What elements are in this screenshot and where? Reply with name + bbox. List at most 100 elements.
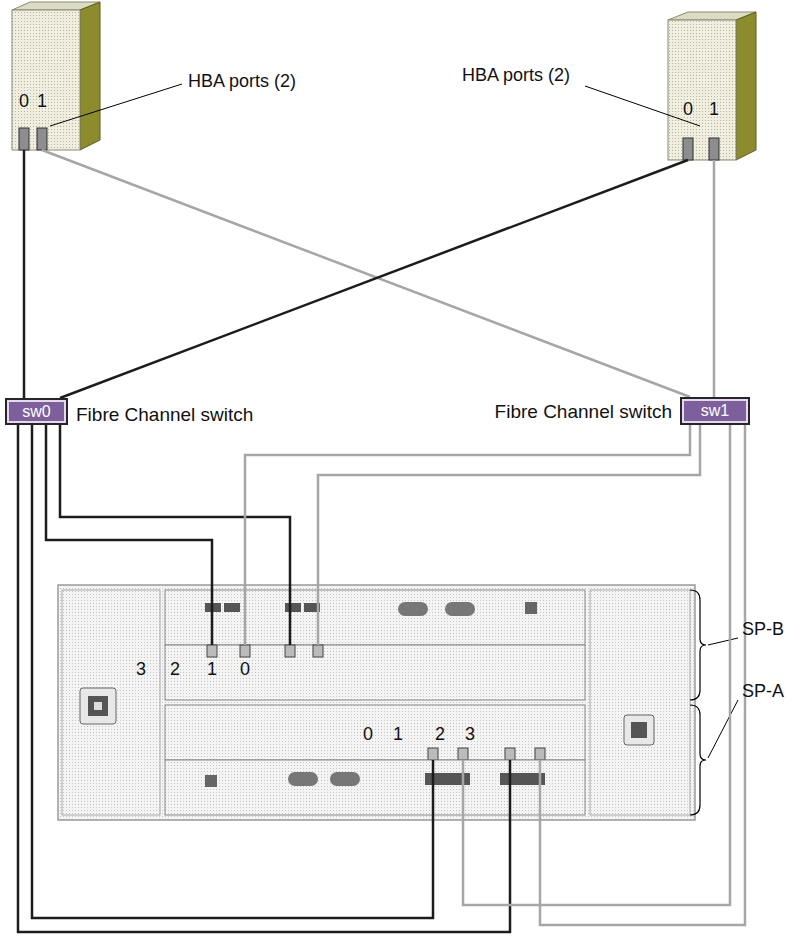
sp-b-upper-panel	[165, 590, 585, 645]
text-slot: sw0	[7, 400, 66, 423]
enclosure-body	[58, 585, 695, 820]
fc-port	[505, 748, 515, 760]
port-number: 0	[240, 659, 250, 679]
text-slot: HBA ports (2)	[462, 64, 570, 86]
leader-line	[708, 638, 738, 645]
power-module	[590, 590, 690, 815]
server-front	[12, 10, 80, 150]
text-slot: Fibre Channel switch	[495, 401, 672, 423]
serial-port	[398, 602, 428, 616]
sp-a-port-panel	[165, 705, 585, 760]
fibre-cable	[60, 160, 688, 398]
port-number: 1	[709, 99, 719, 119]
fc-port	[207, 645, 217, 657]
fibre-cable	[245, 425, 690, 645]
fc-port	[428, 748, 438, 760]
text-slot: 3	[136, 658, 146, 680]
hba-port	[19, 128, 29, 150]
switch-name: sw0	[22, 402, 50, 422]
server-side	[80, 2, 100, 150]
server-front: 01	[668, 20, 736, 160]
text-slot: 1	[207, 658, 217, 680]
network-port	[525, 602, 537, 614]
power-socket-inner	[631, 722, 647, 738]
port-number: 1	[207, 659, 217, 679]
text-slot: 2	[170, 658, 180, 680]
serial-port	[330, 772, 360, 786]
fibre-cable	[18, 425, 510, 932]
sp-b-port-panel	[165, 645, 585, 700]
fibre-cable	[713, 160, 716, 397]
leader-line	[50, 84, 182, 126]
power-module	[62, 590, 160, 815]
callout-label: SP-B	[742, 619, 784, 639]
text-slot: HBA ports (2)	[188, 70, 296, 92]
port-number: 0	[363, 724, 373, 744]
connector	[224, 603, 240, 612]
port-number: 3	[465, 724, 475, 744]
leader-line	[708, 700, 738, 758]
fc-port	[535, 748, 545, 760]
leader-line	[585, 86, 700, 126]
bracket	[690, 705, 706, 815]
port-number: 0	[19, 91, 29, 111]
switch-caption: Fibre Channel switch	[495, 401, 672, 422]
callout-label: HBA ports (2)	[188, 71, 296, 91]
server-side	[736, 12, 756, 160]
text-slot: 0	[363, 723, 373, 745]
connector	[285, 603, 301, 612]
sp-a-lower-panel	[165, 760, 585, 815]
text-slot: 1	[37, 90, 47, 112]
port-number: 2	[435, 724, 445, 744]
server-front: 01	[12, 10, 80, 150]
text-slot: 0	[19, 90, 29, 112]
fibre-cable	[32, 425, 433, 918]
fc-port	[313, 645, 323, 657]
server-front	[668, 20, 736, 160]
fc-switch: sw1Fibre Channel switch	[680, 397, 750, 425]
server-right	[668, 12, 756, 160]
fc-port	[240, 645, 250, 657]
switch-caption: Fibre Channel switch	[76, 404, 253, 425]
sp-a-port-row: 01 23	[165, 705, 585, 760]
power-socket	[624, 715, 654, 745]
hba-port	[37, 128, 47, 150]
port-number: 1	[37, 91, 47, 111]
port-number: 2	[170, 659, 180, 679]
power-socket-inner	[88, 696, 108, 716]
fibre-cable	[23, 150, 26, 398]
text-slot: 0	[240, 658, 250, 680]
port-number: 3	[136, 659, 146, 679]
fc-switch: sw0Fibre Channel switch	[5, 398, 68, 425]
fibre-cable	[463, 425, 730, 905]
text-slot: 3	[465, 723, 475, 745]
text-slot: 0	[683, 98, 693, 120]
text-slot: 1	[709, 98, 719, 120]
fibre-cable	[540, 425, 745, 925]
text-slot: SP-A	[742, 680, 784, 702]
callout-label: SP-A	[742, 681, 784, 701]
fibre-cable	[46, 425, 212, 645]
hba-port	[709, 138, 719, 160]
text-slot: SP-B	[742, 618, 784, 640]
callout-label: HBA ports (2)	[462, 65, 570, 85]
fc-port	[285, 645, 295, 657]
fibre-cable	[318, 425, 700, 645]
text-slot: sw1	[682, 399, 748, 423]
power-socket-pin	[94, 702, 102, 710]
storage-enclosure	[58, 585, 695, 820]
sp-b-port-row: 3 2 1 0	[130, 645, 585, 700]
hba-port	[683, 138, 693, 160]
text-slot: 1	[393, 723, 403, 745]
connector	[500, 773, 545, 785]
serial-port	[445, 602, 475, 616]
port-number: 0	[683, 99, 693, 119]
text-slot: Fibre Channel switch	[76, 404, 253, 426]
network-port	[205, 775, 217, 787]
text-slot: 2	[435, 723, 445, 745]
switch-name: sw1	[701, 401, 729, 421]
fibre-cable	[60, 425, 290, 645]
port-number: 1	[393, 724, 403, 744]
